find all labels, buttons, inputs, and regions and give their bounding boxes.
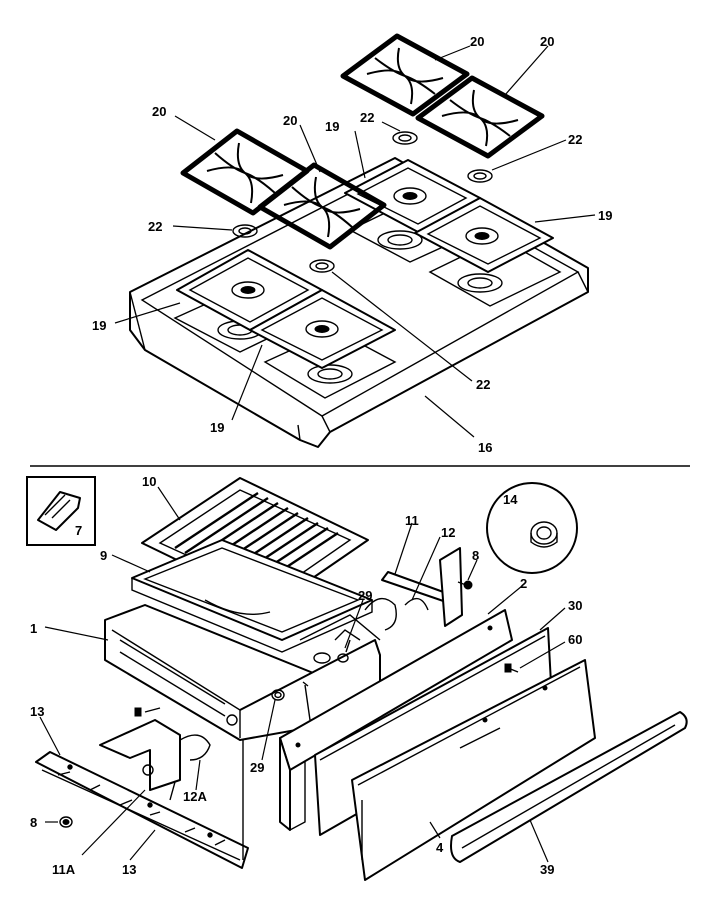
label-screw-side: 29 xyxy=(358,588,372,603)
label-grate-top-left: 20 xyxy=(470,34,484,49)
screw-lower xyxy=(271,681,311,721)
label-cap-top: 22 xyxy=(360,110,374,125)
grate-top-right xyxy=(415,75,545,159)
screw-panel xyxy=(504,663,519,673)
grate-left xyxy=(180,128,310,216)
label-broiler-pan: 9 xyxy=(100,548,107,563)
label-grate-top-right: 20 xyxy=(540,34,554,49)
label-cap-bottom: 22 xyxy=(476,377,490,392)
label-panel: 30 xyxy=(568,598,582,613)
label-rod: 11 xyxy=(405,513,419,528)
label-knob: 14 xyxy=(503,492,518,507)
broiler-pan xyxy=(131,539,373,653)
burner-cap-bottom xyxy=(309,259,335,273)
rail xyxy=(35,751,249,869)
spill-tray-right xyxy=(414,197,554,273)
grate-top-left xyxy=(340,33,470,117)
label-cap-left: 22 xyxy=(148,219,162,234)
label-screw-right: 8 xyxy=(472,548,479,563)
burner-cap-left xyxy=(232,224,258,238)
label-screw-lower: 29 xyxy=(250,760,264,775)
label-screw-left: 8 xyxy=(30,815,37,830)
label-cooktop: 16 xyxy=(478,440,492,455)
label-grate-center: 20 xyxy=(283,113,297,128)
label-spill-tray-right: 19 xyxy=(598,208,612,223)
burner-cap-right xyxy=(467,169,493,183)
label-rail-bottom: 13 xyxy=(122,862,136,877)
label-rod-lower: 11A xyxy=(52,862,76,877)
label-broiler-grid: 10 xyxy=(142,474,156,489)
label-clip-lower: 12A xyxy=(183,789,207,804)
burner-caps xyxy=(232,131,493,273)
label-screw-panel: 60 xyxy=(568,632,582,647)
grate-center xyxy=(257,162,387,250)
broiler-drawer-assembly: 7 xyxy=(26,474,688,881)
label-cap-right: 22 xyxy=(568,132,582,147)
label-drawer-front: 4 xyxy=(436,840,444,855)
label-rail-top: 13 xyxy=(30,704,44,719)
lower-bracket xyxy=(99,707,211,801)
drawer-front xyxy=(351,659,596,881)
label-drawer-body: 1 xyxy=(30,621,37,636)
rod-and-clip xyxy=(364,547,473,631)
handle xyxy=(450,711,688,863)
label-handle: 39 xyxy=(540,862,554,877)
leader-lines-top xyxy=(114,45,596,438)
inset-box: 7 xyxy=(26,476,96,546)
label-spill-tray-left: 19 xyxy=(92,318,106,333)
knob-detail xyxy=(486,482,578,574)
cooktop-assembly: 20 20 20 20 19 22 22 22 19 19 22 19 16 xyxy=(92,33,612,455)
drawer-front-inner xyxy=(279,609,513,832)
label-spill-tray-bottom: 19 xyxy=(210,420,224,435)
label-grate-left: 20 xyxy=(152,104,166,119)
screw-left xyxy=(59,816,73,828)
label-spill-tray-top: 19 xyxy=(325,119,339,134)
knob-icon xyxy=(536,526,552,540)
leader-lines-bottom xyxy=(39,486,566,863)
label-inset-part: 7 xyxy=(75,523,82,538)
screw-side xyxy=(337,639,351,663)
screw-right xyxy=(463,580,473,590)
label-clip: 12 xyxy=(441,525,455,540)
burner-cap-top xyxy=(392,131,418,145)
label-drawer-front-inner: 2 xyxy=(520,576,527,591)
spill-tray-bottom xyxy=(249,289,396,369)
